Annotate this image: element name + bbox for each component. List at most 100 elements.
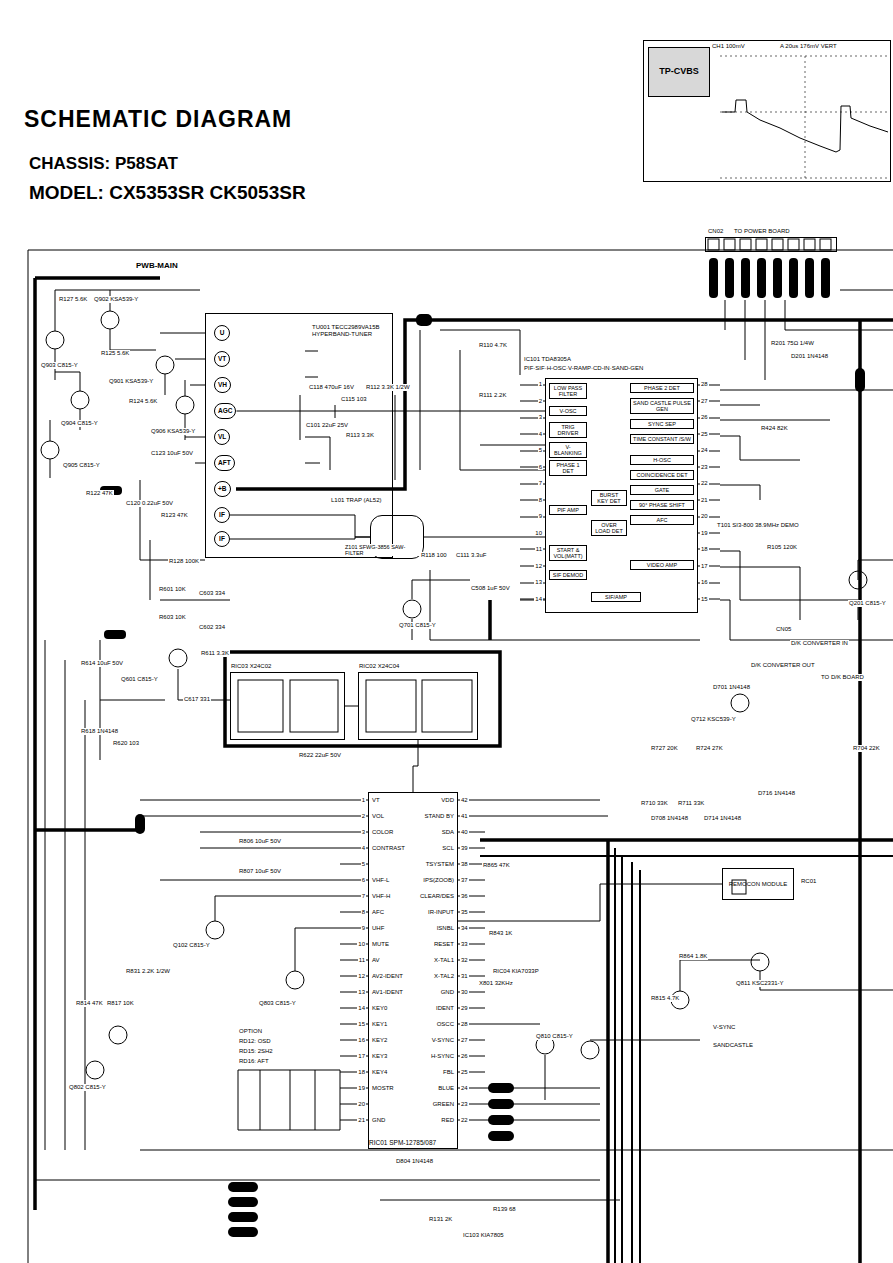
block-text: PHASE 1 DET xyxy=(552,462,584,474)
part-heading: IC101 TDA8305A xyxy=(524,356,571,363)
part-label: X-TAL2 xyxy=(433,973,455,980)
block-text: SIF DEMOD xyxy=(553,572,584,578)
part-label: R711 33K xyxy=(677,800,705,807)
part-label: D201 1N4148 xyxy=(790,353,829,360)
component-box: V-BLANKING xyxy=(549,442,587,458)
part-label: 41 xyxy=(460,813,469,820)
part-label: 10 xyxy=(534,530,543,537)
part-label: BLUE xyxy=(437,1085,455,1092)
part-label: R727 20K xyxy=(650,745,679,752)
part-label: R815 4.7K xyxy=(650,995,680,1002)
component-box: VIDEO AMP xyxy=(630,560,694,570)
signal-wire xyxy=(345,706,358,707)
part-label: 16 xyxy=(357,1037,366,1044)
block-text: VH xyxy=(218,381,227,388)
part-label: KEY4 xyxy=(371,1069,388,1076)
part-label: C118 470uF 16V xyxy=(308,384,355,391)
component-box: Z101 SFWG-3856 SAW-FILTER xyxy=(370,515,424,559)
part-label: 36 xyxy=(460,893,469,900)
part-label: 21 xyxy=(357,1117,366,1124)
part-label: C120 0.22uF 50V xyxy=(125,500,174,507)
part-label: OPTION xyxy=(238,1028,263,1035)
part-label: Q810 C815-Y xyxy=(535,1033,574,1040)
part-label: C508 1uF 50V xyxy=(470,585,511,592)
block-text: REMOCON MODULE xyxy=(729,881,788,888)
component-box: SAND CASTLE PULSE GEN xyxy=(630,398,694,414)
part-label: 4 xyxy=(538,431,543,438)
part-label: C111 3.3uF xyxy=(455,552,487,559)
part-label: R611 3.3K xyxy=(200,650,230,657)
part-label: 19 xyxy=(700,530,709,537)
signal-wire xyxy=(230,515,370,537)
component-box: H-OSC xyxy=(630,455,694,465)
part-heading: PIF·SIF·H-OSC·V-RAMP·CD-IN·SAND-GEN xyxy=(524,365,643,372)
part-label: 37 xyxy=(460,877,469,884)
part-label: R843 1K xyxy=(488,930,513,937)
part-label: R831 2.2K 1/2W xyxy=(125,968,171,975)
block-text: TRIG DRIVER xyxy=(552,424,584,436)
block-text: OVER LOAD DET xyxy=(594,522,624,534)
part-label: R614 10uF 50V xyxy=(80,660,124,667)
part-label: 17 xyxy=(700,563,709,570)
block-text: AFC xyxy=(657,517,668,523)
part-label: 15 xyxy=(700,596,709,603)
block-text: IF xyxy=(219,511,225,518)
part-label: 22 xyxy=(460,1117,469,1124)
block-text: VL xyxy=(218,433,226,440)
block-text: BURST KEY DET xyxy=(594,492,624,504)
part-label: CONTRAST xyxy=(371,845,406,852)
part-label: R601 10K xyxy=(158,586,187,593)
part-label: 34 xyxy=(460,925,469,932)
part-label: 30 xyxy=(460,989,469,996)
part-label: GND xyxy=(440,989,455,996)
block-text: H-OSC xyxy=(653,457,671,463)
part-label: VOL xyxy=(371,813,385,820)
component-box: COINCIDENCE DET xyxy=(630,470,694,480)
part-label: X801 32KHz xyxy=(478,980,514,987)
component-box: TP-CVBS xyxy=(648,47,710,97)
header-text: PWB-MAIN xyxy=(135,261,179,270)
block-text: SIF/AMP xyxy=(605,594,627,600)
part-label: 31 xyxy=(460,973,469,980)
part-label: 39 xyxy=(460,845,469,852)
component-box: PHASE 2 DET xyxy=(630,383,694,393)
component-box: AGC xyxy=(214,403,236,419)
part-label: R105 120K xyxy=(766,544,798,551)
part-label: 20 xyxy=(700,513,709,520)
part-label: 5 xyxy=(538,447,543,454)
block-text: SAND CASTLE PULSE GEN xyxy=(633,400,691,412)
part-label: R807 10uF 50V xyxy=(238,868,282,875)
block-text: GATE xyxy=(655,487,670,493)
part-label: D/K CONVERTER OUT xyxy=(750,662,816,669)
part-label: H-SYNC xyxy=(430,1053,455,1060)
component-box: TRIG DRIVER xyxy=(549,422,587,438)
part-heading: Z101 SFWG-3856 SAW-FILTER xyxy=(345,544,421,556)
part-label: 26 xyxy=(460,1053,469,1060)
part-label: Q803 C815-Y xyxy=(258,1000,297,1007)
part-label: IR-INPUT xyxy=(427,909,455,916)
part-label: C603 334 xyxy=(198,590,226,597)
part-label: Q701 C815-Y xyxy=(398,622,437,629)
component-box: REMOCON MODULE xyxy=(722,868,794,900)
component-box: VH xyxy=(214,377,231,393)
part-label: 15 xyxy=(357,1021,366,1028)
part-label: CLEAR/DES xyxy=(419,893,455,900)
part-label: 11 xyxy=(535,546,543,553)
part-label: R128 100K xyxy=(168,558,200,565)
part-label: C602 334 xyxy=(198,624,226,631)
part-label: R704 22K xyxy=(852,745,881,752)
part-label: 9 xyxy=(361,925,366,932)
component-box: VT xyxy=(214,351,230,367)
part-label: Q902 KSA539-Y xyxy=(93,296,139,303)
block-text: +B xyxy=(218,485,227,492)
part-label: VHF-H xyxy=(371,893,391,900)
block-text: VT xyxy=(218,355,226,362)
part-label: IPS(ZOOB) xyxy=(422,877,455,884)
part-label: 3 xyxy=(361,829,366,836)
part-label: 26 xyxy=(700,414,709,421)
part-label: C101 22uF 25V xyxy=(305,422,349,429)
block-text: COINCIDENCE DET xyxy=(636,472,687,478)
part-label: 16 xyxy=(700,579,709,586)
part-label: R424 82K xyxy=(760,425,789,432)
